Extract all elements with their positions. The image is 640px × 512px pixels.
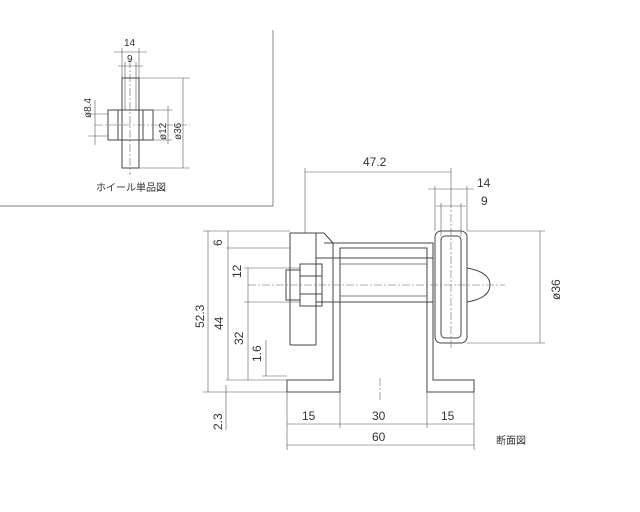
section-dimensions xyxy=(203,168,545,450)
detail-bore-label: 9 xyxy=(127,54,133,65)
detail-caption: ホイール単品図 xyxy=(96,181,166,194)
dim-total-height-label: 52.3 xyxy=(193,304,207,328)
dim-total-width-label: 60 xyxy=(372,430,386,444)
detail-frame xyxy=(0,30,274,207)
dim-top-gap-label: 6 xyxy=(211,239,225,246)
dim-wheel-width-label: 14 xyxy=(477,176,491,190)
dim-wheel-bore-label: 9 xyxy=(481,194,488,208)
detail-shaft-label: ø8.4 xyxy=(83,98,94,118)
detail-diameter-label: ø36 xyxy=(173,122,184,140)
dim-plate-thk-label: 2.3 xyxy=(211,413,225,430)
dim-lower-height-label: 32 xyxy=(232,331,246,345)
dim-mid-height-label: 44 xyxy=(212,316,226,330)
dim-flange-left-label: 15 xyxy=(302,409,316,423)
dim-base-gap-label: 1.6 xyxy=(250,345,264,362)
dim-flange-center-label: 30 xyxy=(372,409,386,423)
bracket-outline xyxy=(248,200,505,402)
section-caption: 断面図 xyxy=(496,434,526,447)
detail-hub-label: ø12 xyxy=(158,122,169,140)
detail-width-label: 14 xyxy=(124,38,136,49)
dim-bolt-zone-label: 12 xyxy=(230,264,244,278)
wheel-detail-view xyxy=(88,48,190,175)
dim-wheel-diameter-label: ø36 xyxy=(549,279,563,300)
dim-flange-right-label: 15 xyxy=(441,409,455,423)
dim-offset-label: 47.2 xyxy=(363,155,387,169)
